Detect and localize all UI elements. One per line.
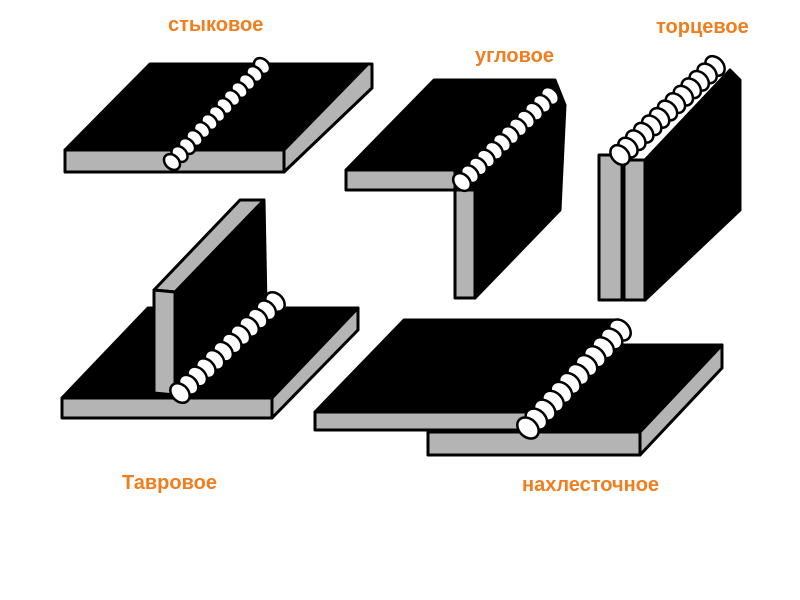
label-lap-joint: нахлесточное — [522, 474, 660, 496]
label-butt-joint: стыковое — [168, 14, 264, 36]
weld-ripple — [169, 381, 191, 405]
tee-joint — [60, 198, 360, 420]
lap-joint — [313, 318, 724, 457]
butt-joint — [63, 56, 374, 174]
label-edge-joint: торцевое — [656, 16, 749, 38]
corner-joint — [344, 78, 567, 300]
weld-bead — [169, 290, 286, 405]
edge-joint — [597, 54, 742, 302]
weld-bead — [516, 318, 632, 440]
label-tee-joint: Тавровое — [122, 472, 217, 494]
weld-bead — [451, 85, 561, 193]
weld-ripple — [516, 416, 540, 440]
weld-ripple — [162, 152, 182, 172]
label-corner-joint: угловое — [475, 45, 554, 67]
weld-bead — [162, 56, 272, 172]
weld-ripple — [609, 143, 631, 167]
weld-bead — [609, 54, 726, 167]
weld-ripple — [451, 171, 473, 193]
